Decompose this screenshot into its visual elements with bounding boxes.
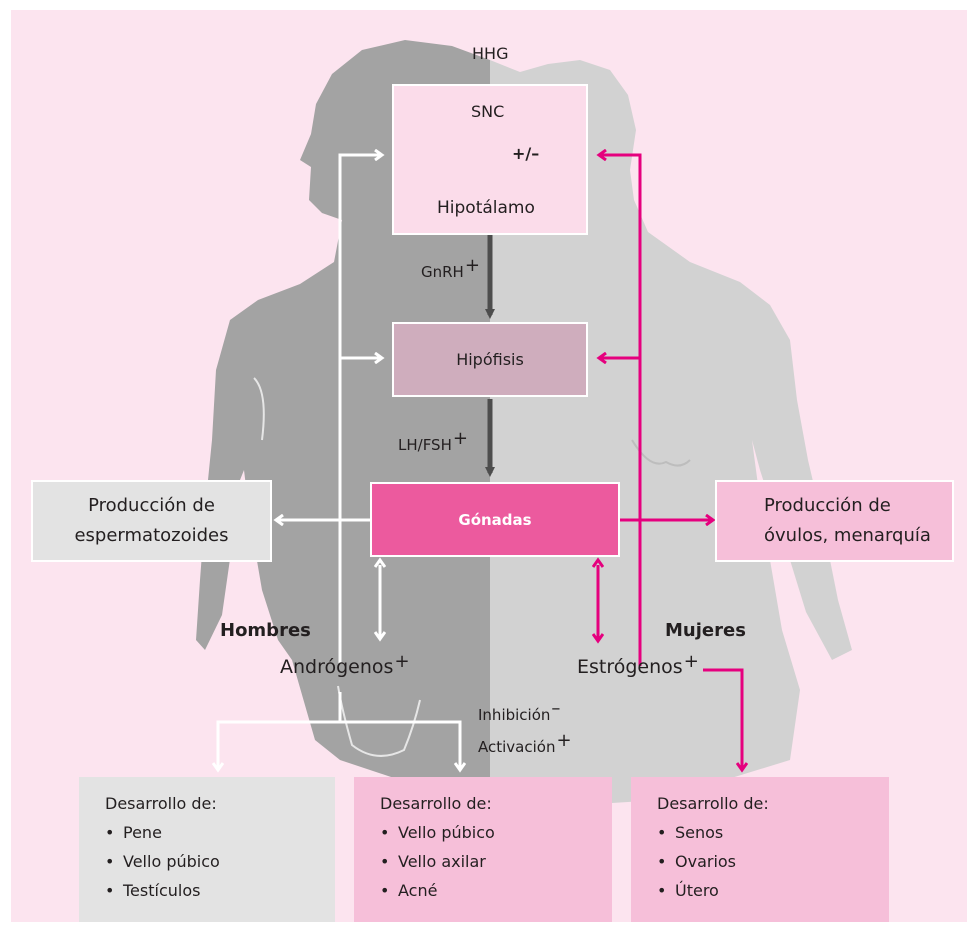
androgens-label: Andrógenos+ <box>280 651 410 678</box>
gnrh-label: GnRH+ <box>421 255 480 282</box>
inhibition-minus: – <box>551 698 561 719</box>
feedback-sign: +/– <box>512 144 540 163</box>
gnrh-plus: + <box>464 255 480 276</box>
shared-development-box: Desarrollo de: Vello púbico Vello axilar… <box>354 777 612 922</box>
shared-development-title: Desarrollo de: <box>380 794 492 813</box>
female-development-list: Senos Ovarios Útero <box>657 818 889 905</box>
ova-production-box: Producción de óvulos, menarquía <box>715 480 954 562</box>
activation-text: Activación <box>478 738 556 756</box>
androgen-branch-line <box>218 692 342 769</box>
lhfsh-plus: + <box>452 428 468 449</box>
ova-production-line1: Producción de <box>764 495 891 516</box>
development-item-acne: Acné <box>380 876 612 905</box>
estrogen-branch-line <box>703 668 742 769</box>
androgens-text: Andrógenos <box>280 656 394 678</box>
androgen-feedback-line <box>338 155 381 664</box>
female-silhouette <box>490 60 852 805</box>
androgens-plus: + <box>394 651 410 672</box>
ova-production-line2: óvulos, menarquía <box>764 525 931 546</box>
activation-legend: Activación+ <box>478 730 572 757</box>
male-development-title: Desarrollo de: <box>105 794 217 813</box>
female-breast-line <box>631 439 691 467</box>
hhg-title: HHG <box>472 44 509 63</box>
development-item-uterus: Útero <box>657 876 889 905</box>
lhfsh-text: LH/FSH <box>398 436 452 454</box>
development-item-breasts: Senos <box>657 818 889 847</box>
development-item-penis: Pene <box>105 818 335 847</box>
lhfsh-label: LH/FSH+ <box>398 428 468 455</box>
estrogens-label: Estrógenos+ <box>577 651 699 678</box>
female-development-title: Desarrollo de: <box>657 794 769 813</box>
inhibition-legend: Inhibición– <box>478 698 560 725</box>
gonads-label: Gónadas <box>458 510 532 529</box>
development-item-axillary-hair: Vello axilar <box>380 847 612 876</box>
snc-hypothalamus-box <box>392 84 588 235</box>
development-item-pubic-hair: Vello púbico <box>105 847 335 876</box>
androgen-branch-right <box>340 720 460 769</box>
female-heading: Mujeres <box>665 620 746 641</box>
pituitary-label: Hipófisis <box>456 349 524 369</box>
estrogens-plus: + <box>683 651 699 672</box>
sperm-production-line1: Producción de <box>88 495 215 516</box>
shared-development-list: Vello púbico Vello axilar Acné <box>380 818 612 905</box>
development-item-ovaries: Ovarios <box>657 847 889 876</box>
gnrh-text: GnRH <box>421 263 464 281</box>
male-development-list: Pene Vello púbico Testículos <box>105 818 335 905</box>
male-development-box: Desarrollo de: Pene Vello púbico Testícu… <box>79 777 335 922</box>
development-item-pubic-hair: Vello púbico <box>380 818 612 847</box>
pituitary-box: Hipófisis <box>392 322 588 397</box>
sperm-production-box: Producción de espermatozoides <box>31 480 272 562</box>
inhibition-text: Inhibición <box>478 706 551 724</box>
estrogen-feedback-line <box>600 155 642 666</box>
female-development-box: Desarrollo de: Senos Ovarios Útero <box>631 777 889 922</box>
sperm-production-line2: espermatozoides <box>74 525 229 546</box>
male-torso-line <box>253 377 265 441</box>
hypothalamus-label: Hipotálamo <box>437 198 535 218</box>
development-item-testicles: Testículos <box>105 876 335 905</box>
gonads-box: Gónadas <box>370 482 620 557</box>
male-heading: Hombres <box>220 620 311 641</box>
estrogens-text: Estrógenos <box>577 656 683 678</box>
male-groin-line <box>337 685 421 757</box>
activation-plus: + <box>556 730 572 751</box>
snc-label: SNC <box>471 102 505 121</box>
